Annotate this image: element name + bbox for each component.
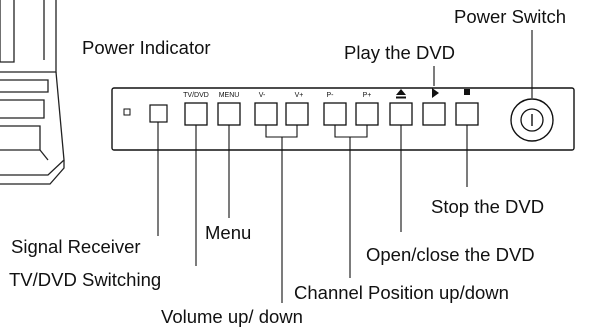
play-button[interactable] — [422, 102, 446, 126]
eject-icon — [396, 89, 406, 99]
volume-down-label: V- — [259, 92, 266, 99]
menu-label: MENU — [219, 92, 240, 99]
leader-lines — [157, 30, 533, 303]
signal-receiver-callout: Signal Receiver — [11, 236, 141, 257]
stop-callout: Stop the DVD — [431, 196, 545, 217]
tvdvd-switching-callout: TV/DVD Switching — [9, 269, 162, 290]
eject-button[interactable] — [389, 102, 413, 126]
power-switch-callout: Power Switch — [454, 6, 567, 27]
play-icon — [432, 88, 439, 98]
tv-unit-outline — [0, 0, 65, 185]
power-switch[interactable] — [510, 98, 554, 142]
program-down-button[interactable] — [323, 102, 347, 126]
menu-callout: Menu — [205, 222, 252, 243]
stop-button[interactable] — [455, 102, 479, 126]
menu-button[interactable] — [217, 102, 241, 126]
stop-icon — [464, 89, 470, 95]
power-indicator-callout: Power Indicator — [82, 37, 211, 58]
program-down-label: P- — [327, 92, 335, 99]
program-up-button[interactable] — [355, 102, 379, 126]
tvdvd-label: TV/DVD — [183, 92, 209, 99]
volume-down-button[interactable] — [254, 102, 278, 126]
play-callout: Play the DVD — [344, 42, 456, 63]
tvdvd-button[interactable] — [184, 102, 208, 126]
program-up-label: P+ — [363, 92, 372, 99]
open-close-callout: Open/close the DVD — [366, 244, 535, 265]
channel-callout: Channel Position up/down — [294, 282, 509, 303]
volume-up-button[interactable] — [285, 102, 309, 126]
volume-up-label: V+ — [295, 92, 304, 99]
volume-callout: Volume up/ down — [161, 306, 303, 327]
signal-receiver-window — [149, 104, 168, 123]
power-indicator-led — [123, 108, 131, 116]
